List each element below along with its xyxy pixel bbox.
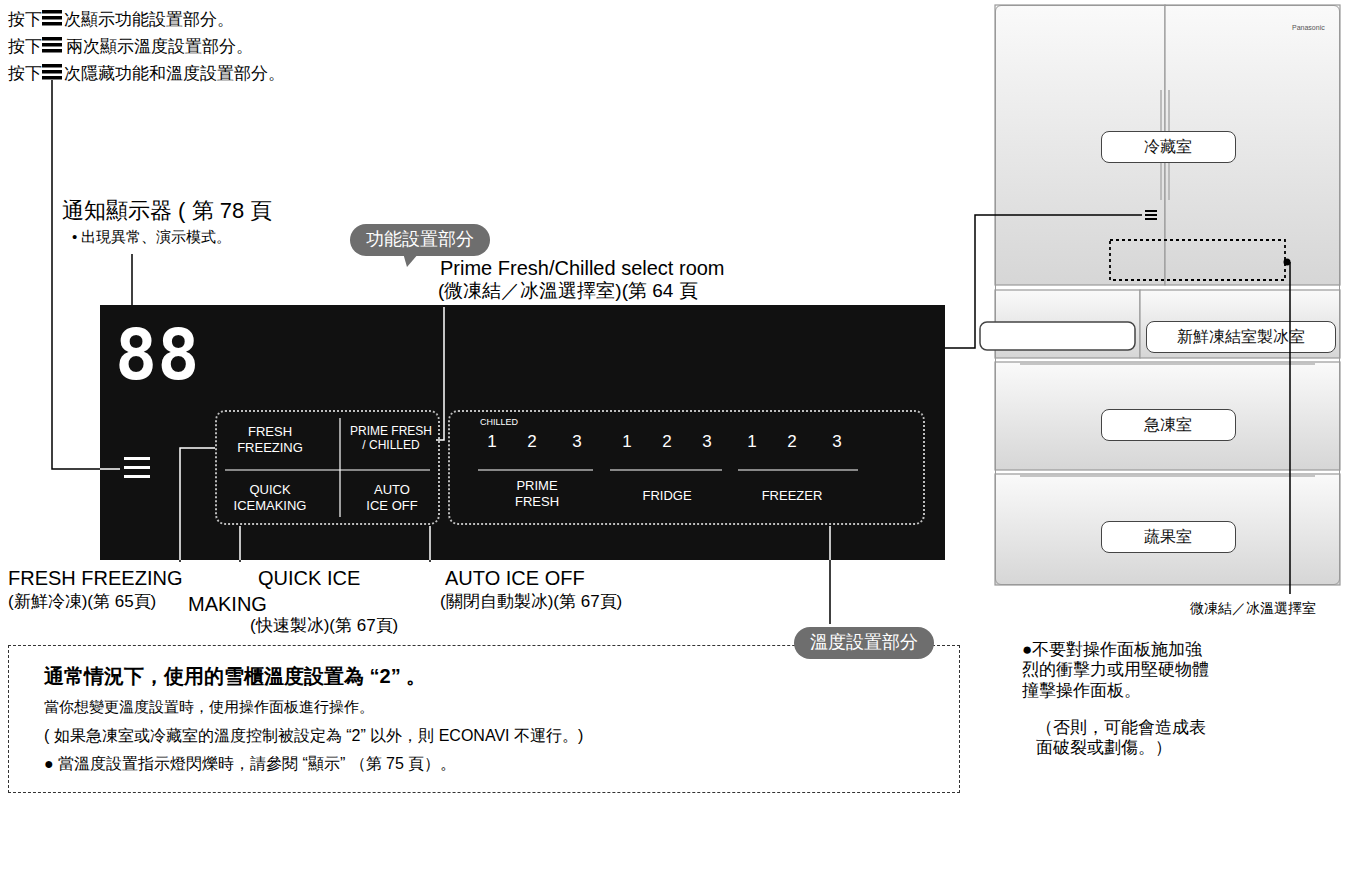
setting-label: FREEZER	[752, 488, 832, 504]
callout-label: (關閉自動製冰)(第 67頁)	[440, 592, 622, 612]
note-box: 通常情況下，使用的雪櫃溫度設置為 “2” 。當你想變更溫度設置時，使用操作面板進…	[8, 645, 960, 793]
note-text: 當你想變更溫度設置時，使用操作面板進行操作。	[44, 698, 374, 716]
button-label: PRIME FRESH / CHILLED	[347, 424, 435, 453]
instruction-text: 兩次顯示溫度設置部分。	[66, 37, 253, 57]
setting-label: 3	[567, 432, 587, 452]
chilled-room-outline	[1110, 240, 1285, 280]
instruction-text: 次顯示功能設置部分。	[64, 10, 234, 30]
room-box: 蔬果室	[1101, 521, 1236, 553]
callout-label: AUTO ICE OFF	[445, 566, 585, 590]
callout-label: 通知顯示器 ( 第 78 頁	[62, 198, 272, 224]
setting-label: PRIME FRESH	[507, 478, 567, 509]
panel-menu-icon	[124, 457, 150, 478]
room-box: 新鮮凍結室製冰室	[1146, 321, 1336, 353]
setting-label: CHILLED	[480, 417, 518, 428]
note-text: 通常情況下，使用的雪櫃溫度設置為 “2” 。	[44, 664, 426, 688]
button-label: FRESH FREEZING	[225, 424, 315, 455]
room-name: 急凍室	[1144, 415, 1192, 434]
room-name: 新鮮凍結室製冰室	[1177, 327, 1305, 346]
note-text: ( 如果急凍室或冷藏室的溫度控制被設定為 “2” 以外，則 ECONAVI 不運…	[44, 726, 583, 745]
warning-note: （否則，可能會造成表面破裂或劃傷。）	[1036, 718, 1221, 759]
setting-label: 2	[657, 432, 677, 452]
section-pill: 功能設置部分	[350, 224, 490, 256]
note-text: ● 當溫度設置指示燈閃爍時，請參閱 “顯示” （第 75 頁）。	[44, 754, 456, 773]
segment-display: 88	[115, 313, 199, 397]
room-name: 蔬果室	[1144, 527, 1192, 546]
fridge-body: Panasonic 冷藏室新鮮凍結室製冰室急凍室蔬果室	[995, 5, 1340, 585]
setting-label: FRIDGE	[627, 488, 707, 504]
setting-label: 1	[617, 432, 637, 452]
pill-text: 功能設置部分	[366, 229, 474, 251]
callout-label: (新鮮冷凍)(第 65頁)	[8, 592, 156, 612]
room-name: 冷藏室	[1144, 137, 1192, 156]
section-pill: 溫度設置部分	[794, 627, 934, 659]
room-box: 急凍室	[1101, 409, 1236, 441]
temperature-group: CHILLED123123123PRIME FRESHFRIDGEFREEZER	[448, 410, 925, 525]
control-panel: 88FRESH FREEZING PRIME FRESH / CHILLED QUI…	[100, 305, 945, 560]
instruction-text: 次隱藏功能和溫度設置部分。	[64, 64, 285, 84]
callout-label: QUICK ICE	[258, 566, 360, 590]
instruction-text: 按下	[8, 37, 42, 57]
callout-label: FRESH FREEZING	[8, 566, 182, 590]
brand-logo: Panasonic	[1292, 24, 1325, 32]
setting-label: 1	[482, 432, 502, 452]
function-group: FRESH FREEZING PRIME FRESH / CHILLED QUICK…	[215, 410, 440, 525]
setting-label: 3	[827, 432, 847, 452]
callout-label: 微凍結／冰溫選擇室	[1190, 600, 1316, 617]
callout-note: • 出現異常、演示模式。	[72, 228, 231, 246]
callout-label: Prime Fresh/Chilled select room	[440, 256, 725, 280]
warning-note: ●不要對操作面板施加強烈的衝擊力或用堅硬物體撞擊操作面板。	[1022, 640, 1217, 701]
callout-label: MAKING	[188, 592, 267, 616]
setting-label: 1	[742, 432, 762, 452]
instruction-text: 按下	[8, 64, 42, 84]
menu-icon	[42, 10, 62, 80]
setting-label: 2	[782, 432, 802, 452]
room-box	[980, 322, 1135, 350]
callout-label: (快速製冰)(第 67頁)	[250, 616, 398, 636]
button-label: QUICK ICEMAKING	[225, 482, 315, 513]
setting-label: 2	[522, 432, 542, 452]
pill-text: 溫度設置部分	[810, 632, 918, 654]
callout-label: (微凍結／冰溫選擇室)(第 64 頁	[438, 280, 698, 303]
instruction-text: 按下	[8, 10, 42, 30]
setting-label: 3	[697, 432, 717, 452]
room-box: 冷藏室	[1101, 131, 1236, 163]
button-label: AUTO ICE OFF	[363, 482, 421, 513]
